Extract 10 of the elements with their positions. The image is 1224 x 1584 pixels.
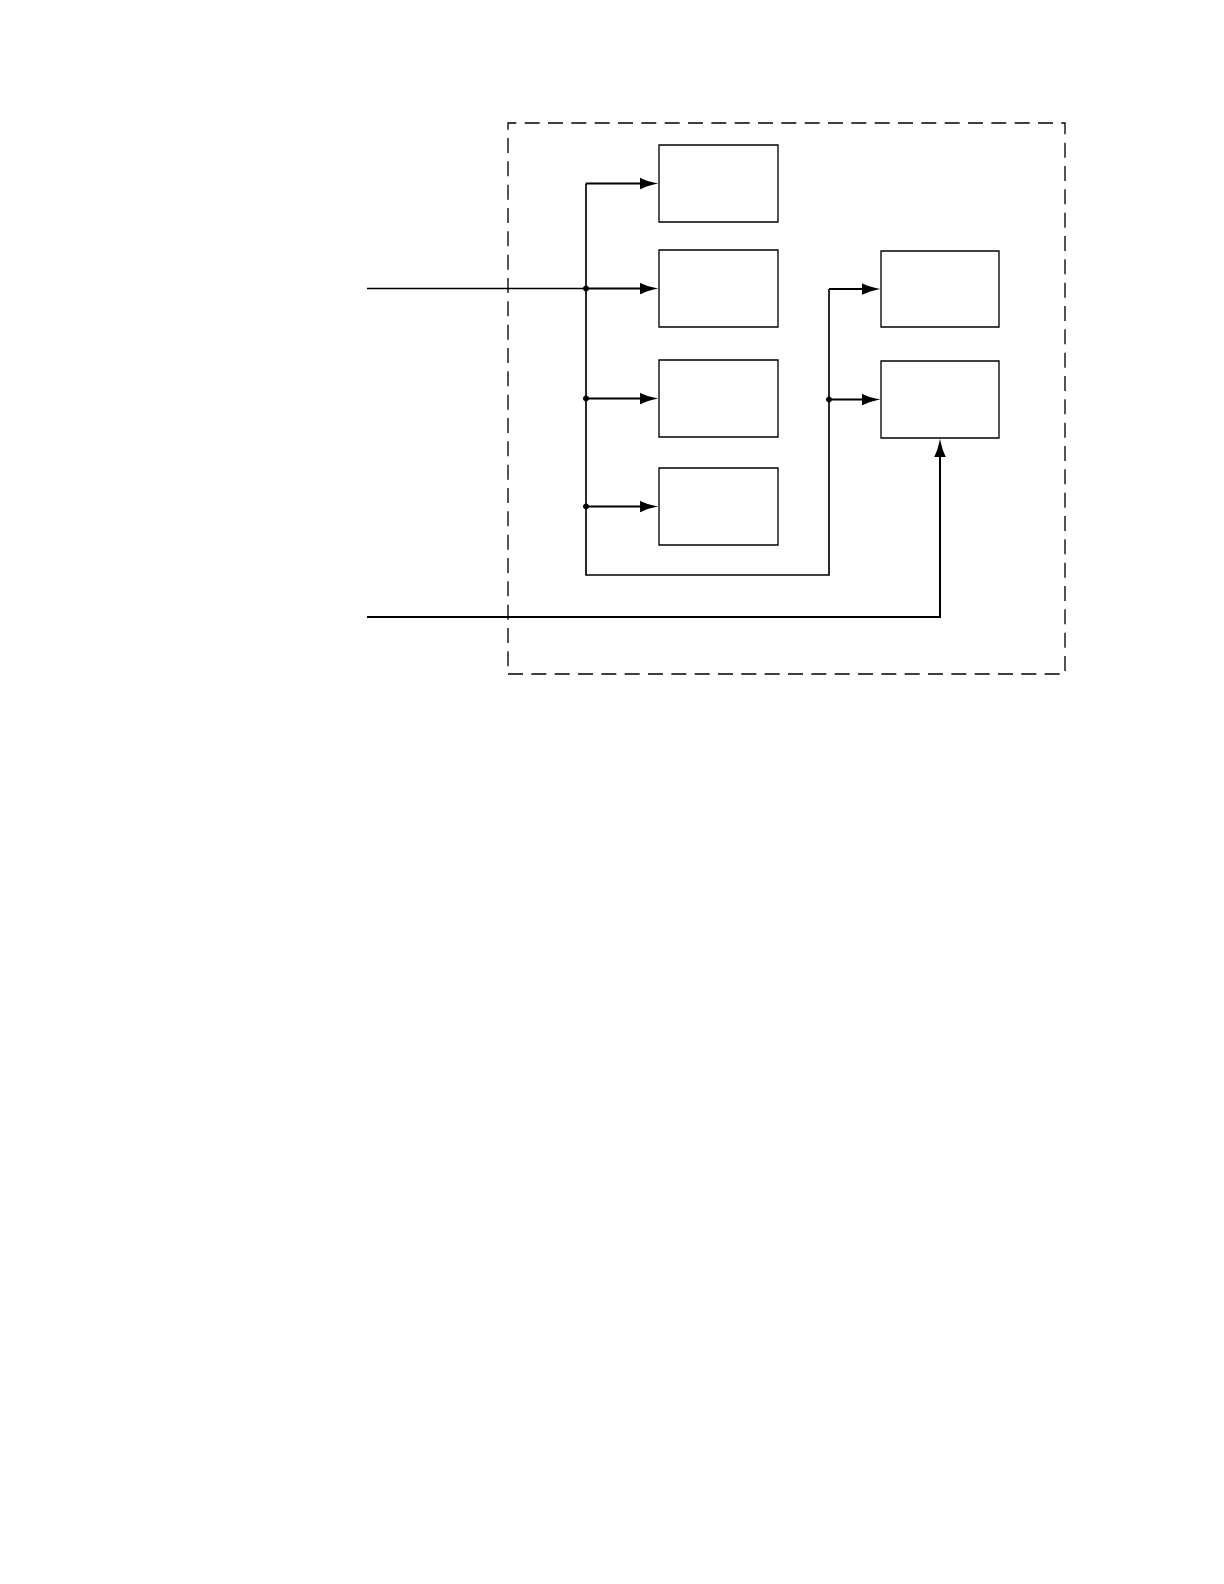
block-box: [880, 360, 1000, 439]
dashed-boundary: [507, 122, 1066, 675]
block-box: [658, 467, 779, 546]
block-box: [880, 250, 1000, 328]
block-box: [658, 144, 779, 223]
arrow: [366, 442, 946, 618]
block-box: [658, 249, 779, 328]
arrow: [828, 283, 877, 295]
connector-line: [366, 182, 830, 576]
block-box: [658, 359, 779, 438]
